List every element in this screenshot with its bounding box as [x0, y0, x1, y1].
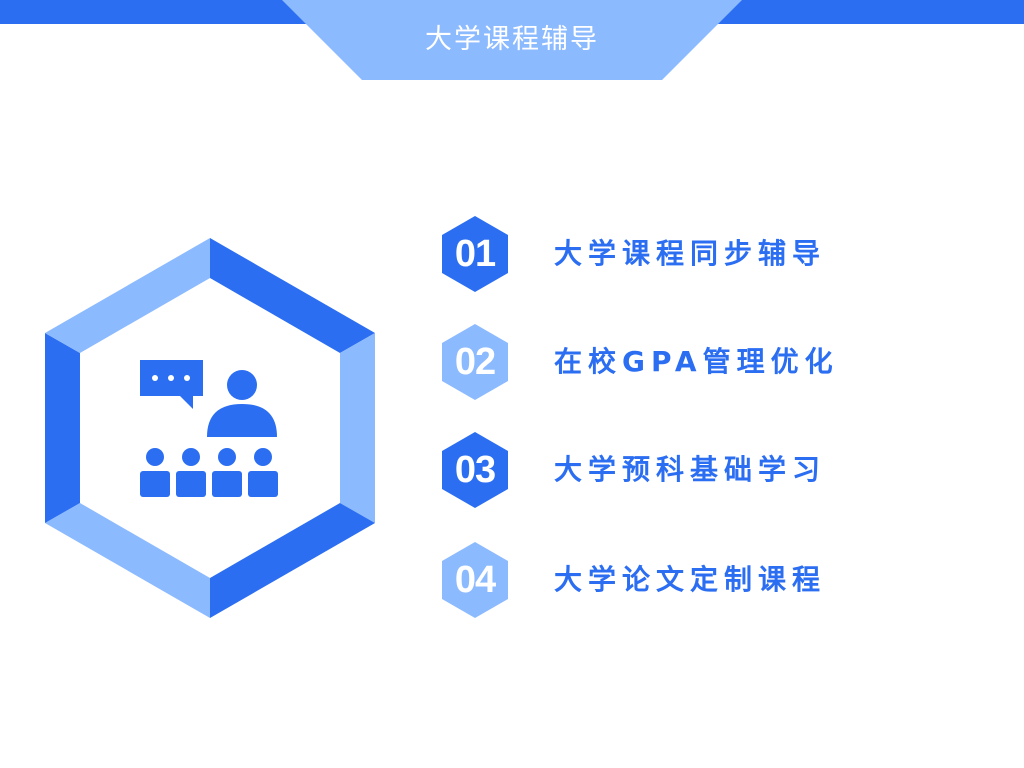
banner-trapezoid [282, 0, 742, 80]
badge-number: 03 [454, 449, 496, 491]
top-banner [0, 0, 1024, 80]
students-group [140, 448, 278, 497]
list-item-1: 01 大学课程同步辅导 [440, 214, 1000, 294]
hexagon-badge-icon [442, 432, 508, 508]
teacher-head [227, 370, 257, 400]
list-item-4: 04 大学论文定制课程 [440, 540, 1000, 620]
hexagon-frame [45, 238, 375, 618]
item-label: 大学论文定制课程 [554, 563, 827, 596]
list-item-2: 02 在校GPA管理优化 [440, 322, 1000, 402]
item-label: 大学课程同步辅导 [554, 237, 827, 270]
item-label: 在校GPA管理优化 [554, 345, 839, 378]
number-badge: 01 [440, 214, 510, 294]
banner-right-stripe [694, 0, 1024, 24]
list-item-3: 03 大学预科基础学习 [440, 430, 1000, 510]
teacher-presenting-to-students-icon [140, 360, 278, 497]
hexagon-graphic [45, 238, 375, 618]
page-title: 大学课程辅导 [425, 24, 599, 55]
item-label: 大学预科基础学习 [554, 453, 827, 486]
banner-left-stripe [0, 0, 330, 24]
teacher-body [207, 404, 277, 437]
badge-number: 04 [454, 559, 496, 601]
number-badge: 02 [440, 322, 510, 402]
badge-number: 01 [454, 233, 496, 275]
badge-number: 02 [454, 341, 496, 383]
hexagon-badge-icon [442, 216, 508, 292]
speech-bubble-icon [140, 360, 203, 409]
number-badge: 04 [440, 540, 510, 620]
hexagon-badge-icon [442, 324, 508, 400]
hexagon-badge-icon [442, 542, 508, 618]
number-badge: 03 [440, 430, 510, 510]
